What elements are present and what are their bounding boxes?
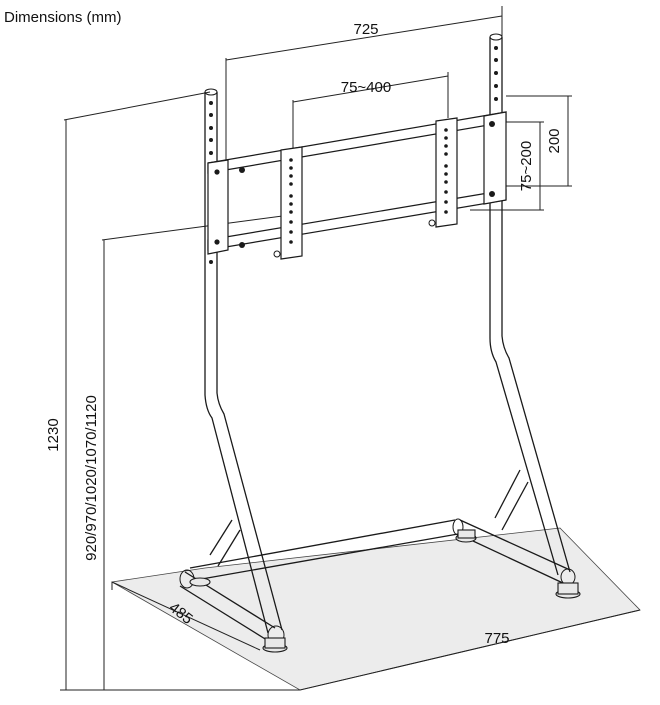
label-vesa-horizontal: 75~400 [341,79,391,96]
label-base-width: 775 [484,630,509,647]
right-upright [489,33,571,576]
feet [189,529,581,653]
label-vesa-vertical: 75~200 [518,141,535,191]
vesa-arm-right [428,117,458,228]
mounting-bracket [207,111,507,255]
label-bracket-height: 200 [546,128,563,153]
dimension-lines [60,6,641,691]
label-mount-heights: 920/970/1020/1070/1120 [83,395,100,561]
left-upright [204,88,283,634]
label-frame-width: 725 [353,21,378,38]
diagram-title: Dimensions (mm) [4,9,122,26]
label-total-height: 1230 [45,418,62,451]
base-frame [179,518,576,645]
floor-shadow [110,527,641,691]
vesa-arm-left [273,146,303,260]
